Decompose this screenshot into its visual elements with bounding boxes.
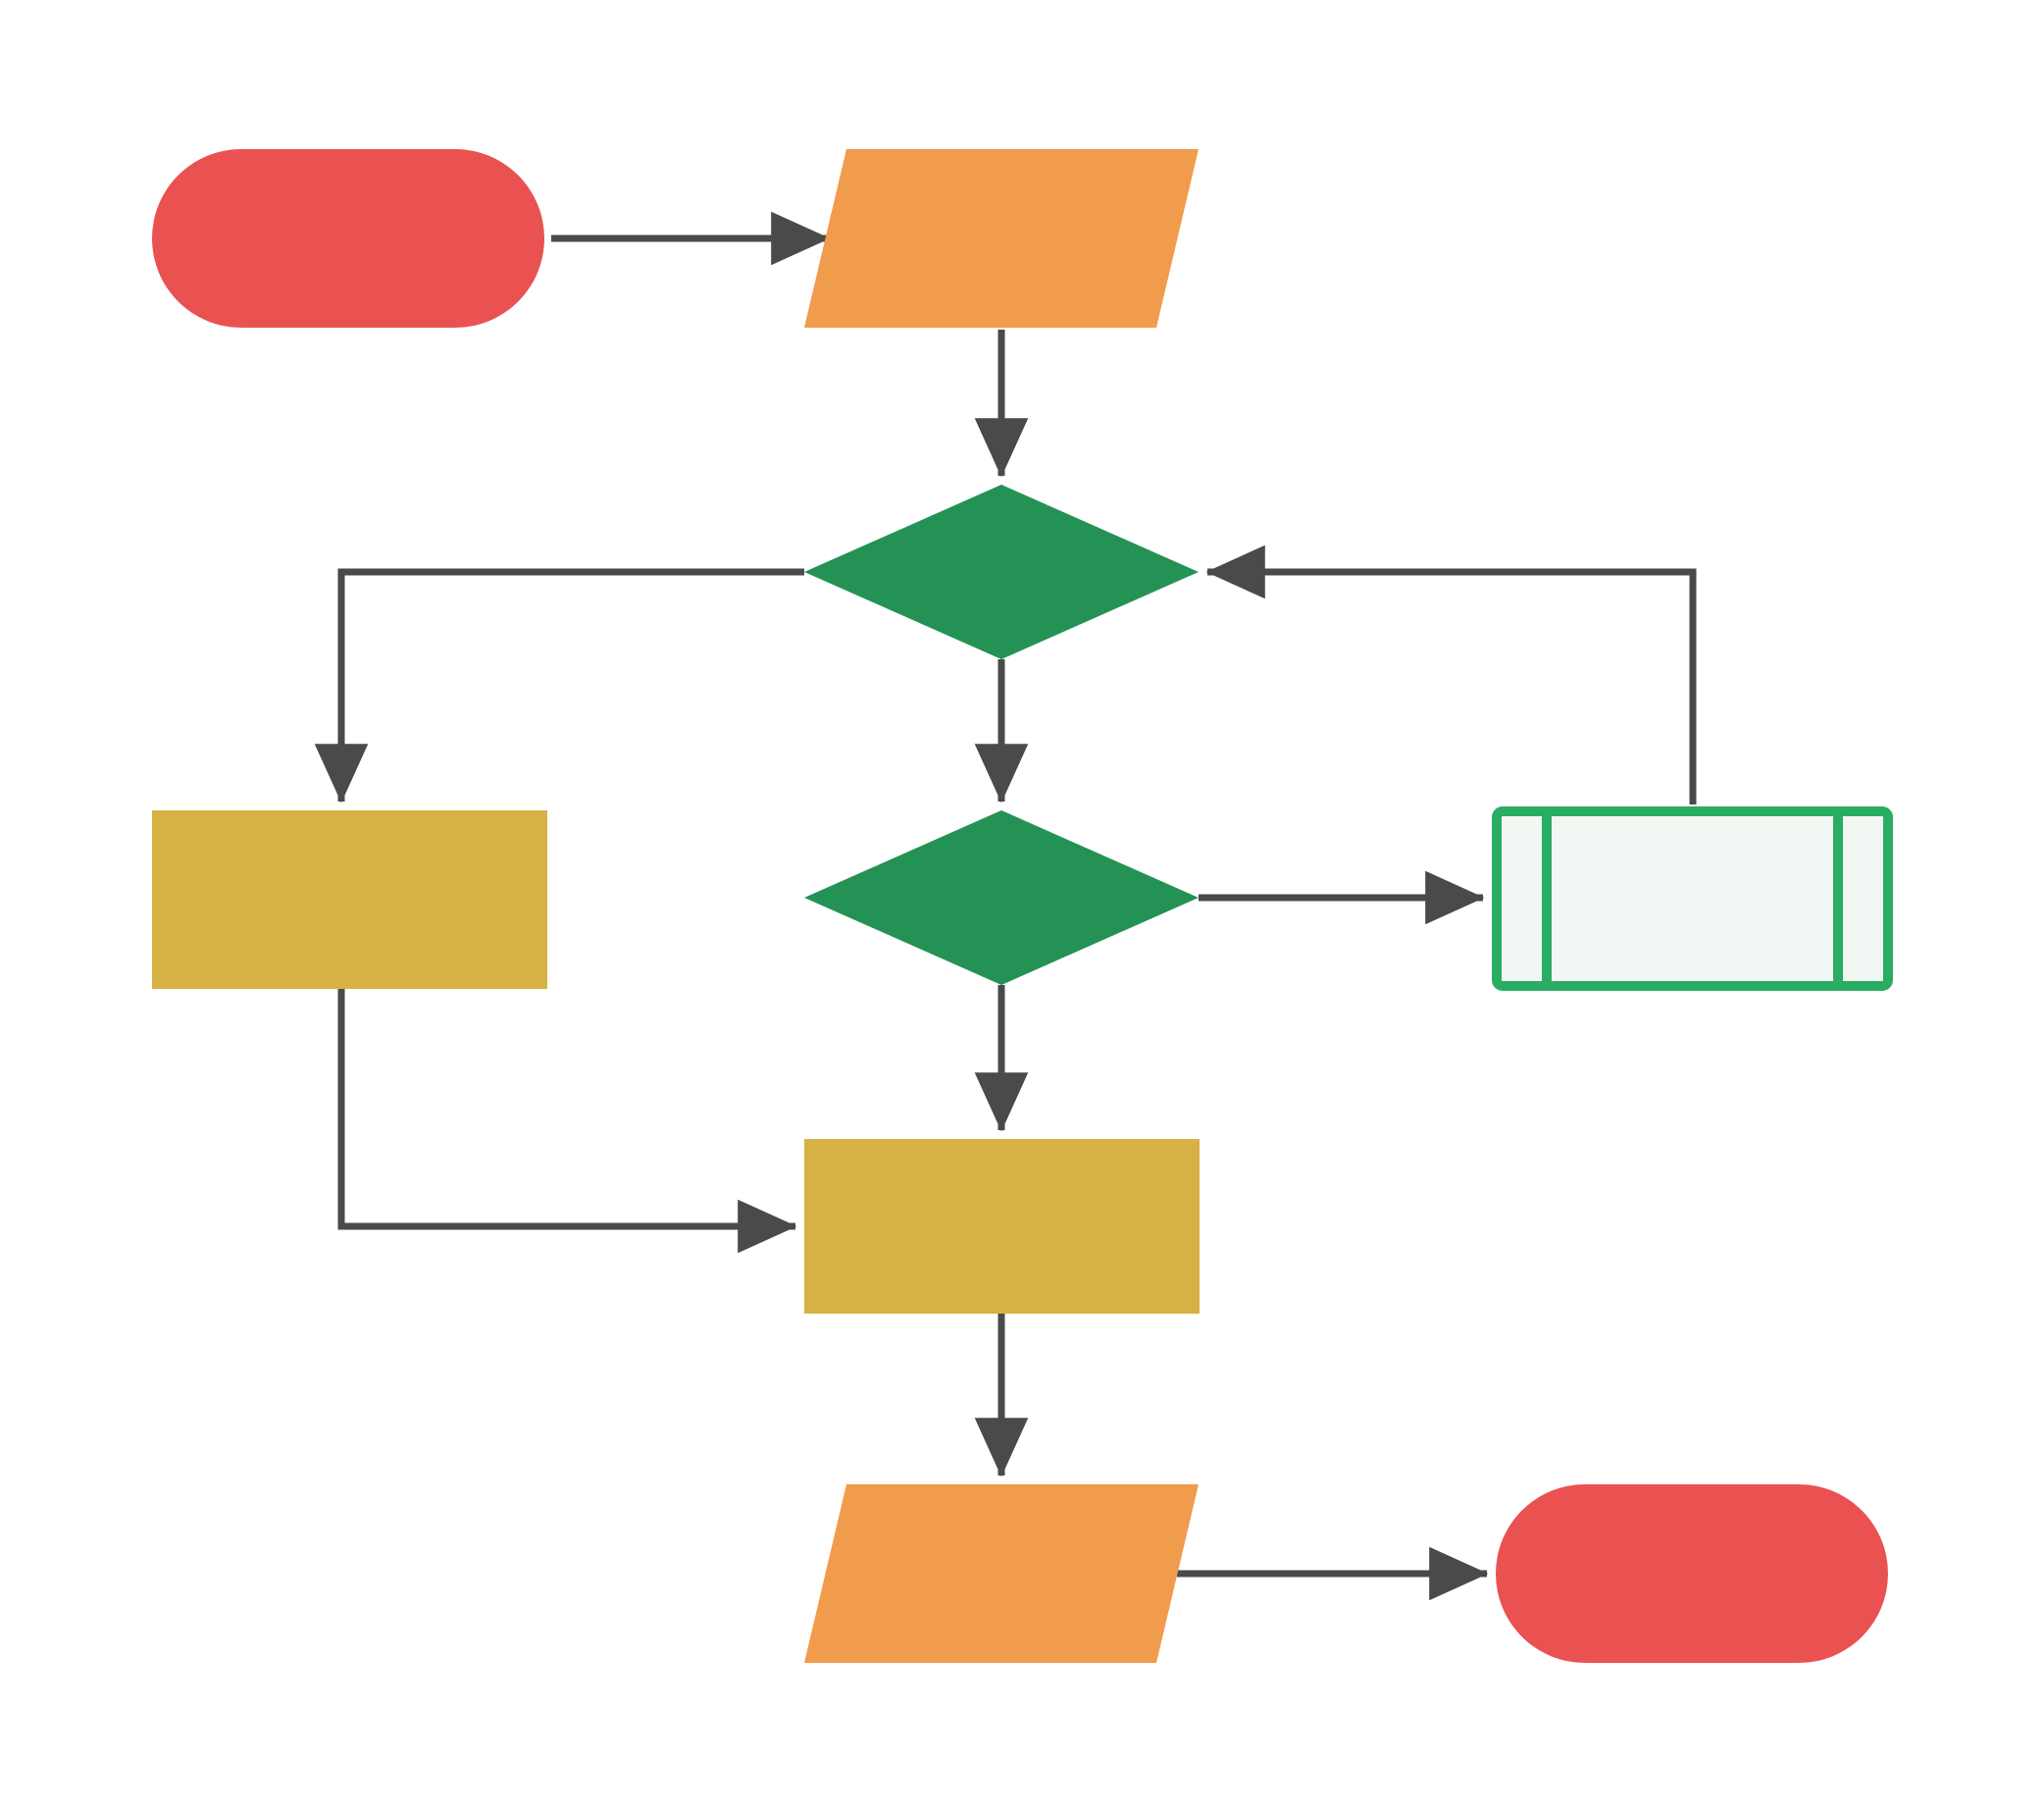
node-start-terminator[interactable] <box>152 149 544 328</box>
node-decision-one-diamond[interactable] <box>804 485 1199 659</box>
node-decision-two-diamond[interactable] <box>804 810 1199 985</box>
edge-subroutine-to-decision-one <box>1205 544 1697 804</box>
input-parallelogram-shape[interactable] <box>804 149 1199 328</box>
edge-process-left-to-process-center <box>337 989 797 1254</box>
process-center-rectangle-shape[interactable] <box>804 1139 1200 1314</box>
node-subroutine-predefined-process[interactable] <box>1492 806 1893 991</box>
node-process-left-rectangle[interactable] <box>152 810 547 989</box>
process-left-rectangle-shape[interactable] <box>152 810 547 989</box>
decision-one-diamond-shape[interactable] <box>804 485 1199 659</box>
node-input-parallelogram[interactable] <box>804 149 1199 328</box>
output-parallelogram-shape[interactable] <box>804 1484 1199 1663</box>
end-terminator-shape[interactable] <box>1496 1484 1888 1663</box>
node-end-terminator[interactable] <box>1496 1484 1888 1663</box>
node-process-center-rectangle[interactable] <box>804 1139 1200 1314</box>
decision-two-diamond-shape[interactable] <box>804 810 1199 985</box>
node-output-parallelogram[interactable] <box>804 1484 1199 1663</box>
subroutine-outer-rect[interactable] <box>1492 806 1893 991</box>
edge-decision-one-to-process-left <box>314 568 804 803</box>
connectors-layer <box>314 211 1697 1601</box>
nodes-layer <box>152 149 1893 1663</box>
start-terminator-shape[interactable] <box>152 149 544 328</box>
